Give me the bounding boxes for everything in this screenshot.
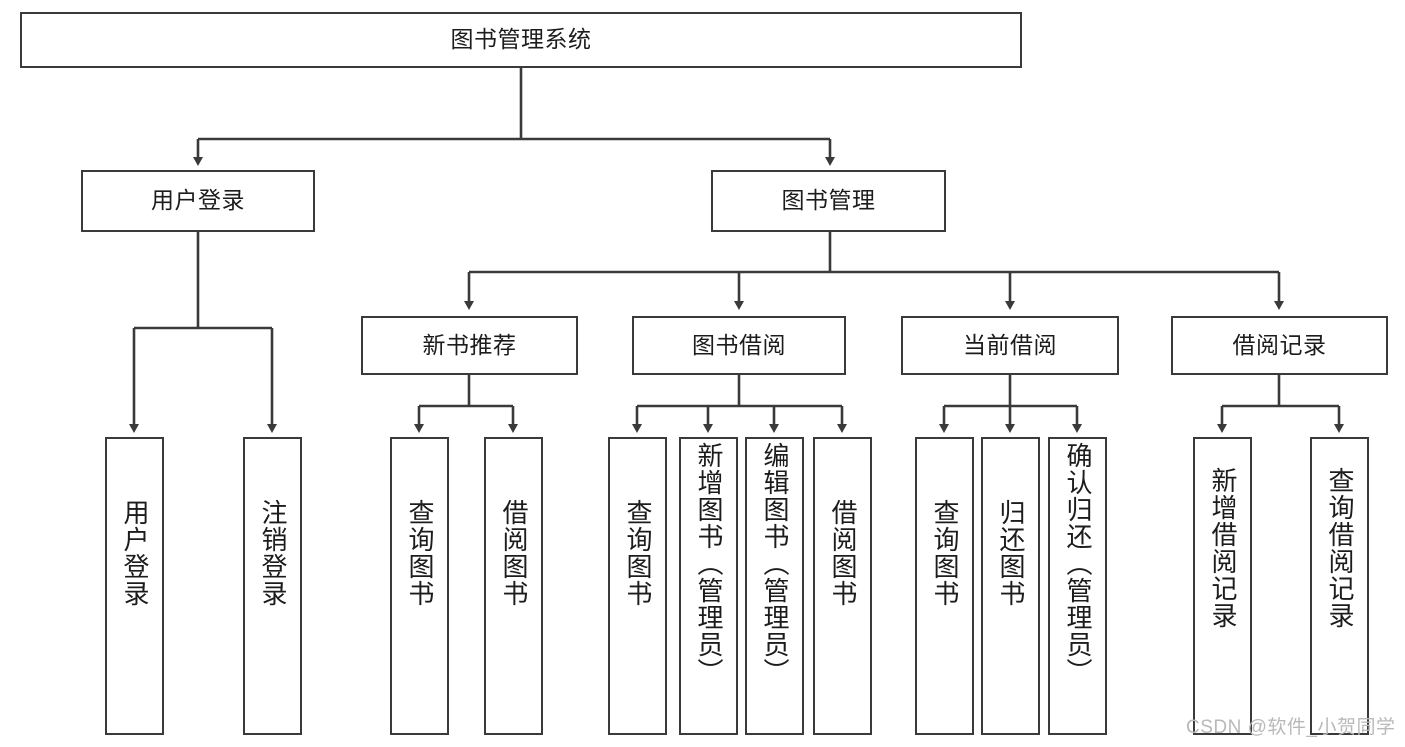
- node-label: 当前借阅: [963, 331, 1057, 358]
- node-book-borrow[interactable]: 图书借阅: [632, 316, 846, 375]
- node-label: 查询图书: [930, 499, 961, 607]
- node-label: 用户登录: [151, 187, 245, 214]
- node-label: 新书推荐: [422, 331, 517, 358]
- node-user-login[interactable]: 用户登录: [81, 170, 315, 232]
- leaf-borrow-book[interactable]: 借阅图书: [813, 437, 872, 735]
- node-label: 查询借阅记录: [1325, 467, 1356, 629]
- leaf-return-book[interactable]: 归还图书: [981, 437, 1040, 735]
- node-label: 借阅记录: [1232, 331, 1327, 358]
- node-borrow-record[interactable]: 借阅记录: [1171, 316, 1388, 375]
- leaf-add-borrow-record[interactable]: 新增借阅记录: [1193, 437, 1252, 735]
- csdn-watermark: CSDN @软件_小贺同学: [1186, 717, 1396, 738]
- leaf-user-login[interactable]: 用户登录: [105, 437, 164, 735]
- leaf-query-book-current[interactable]: 查询图书: [915, 437, 974, 735]
- node-current-borrow[interactable]: 当前借阅: [901, 316, 1119, 375]
- leaf-borrow-book-recommend[interactable]: 借阅图书: [484, 437, 543, 735]
- node-label: 图书管理: [781, 187, 876, 214]
- leaf-add-book-admin[interactable]: 新增图书（管理员）: [679, 437, 738, 735]
- node-label: 新增借阅记录: [1208, 467, 1239, 629]
- leaf-confirm-return-admin[interactable]: 确认归还（管理员）: [1048, 437, 1107, 735]
- leaf-logout[interactable]: 注销登录: [243, 437, 302, 735]
- node-label: 查询图书: [623, 499, 654, 607]
- node-label: 用户登录: [120, 499, 151, 607]
- node-label: 确认归还（管理员）: [1063, 442, 1094, 685]
- node-label: 归还图书: [996, 499, 1027, 607]
- node-label: 借阅图书: [828, 499, 859, 607]
- leaf-query-book-recommend[interactable]: 查询图书: [390, 437, 449, 735]
- leaf-query-borrow-record[interactable]: 查询借阅记录: [1310, 437, 1369, 735]
- node-label: 借阅图书: [499, 499, 530, 607]
- node-label: 新增图书（管理员）: [694, 442, 725, 685]
- node-label: 编辑图书（管理员）: [760, 442, 791, 685]
- node-label: 查询图书: [405, 499, 436, 607]
- node-label: 图书管理系统: [450, 26, 592, 53]
- node-label: 图书借阅: [692, 331, 786, 358]
- leaf-query-book-borrow[interactable]: 查询图书: [608, 437, 667, 735]
- node-label: 注销登录: [258, 499, 289, 607]
- node-root-system[interactable]: 图书管理系统: [20, 12, 1022, 68]
- node-new-book-recommend[interactable]: 新书推荐: [361, 316, 578, 375]
- node-book-management[interactable]: 图书管理: [711, 170, 946, 232]
- leaf-edit-book-admin[interactable]: 编辑图书（管理员）: [745, 437, 804, 735]
